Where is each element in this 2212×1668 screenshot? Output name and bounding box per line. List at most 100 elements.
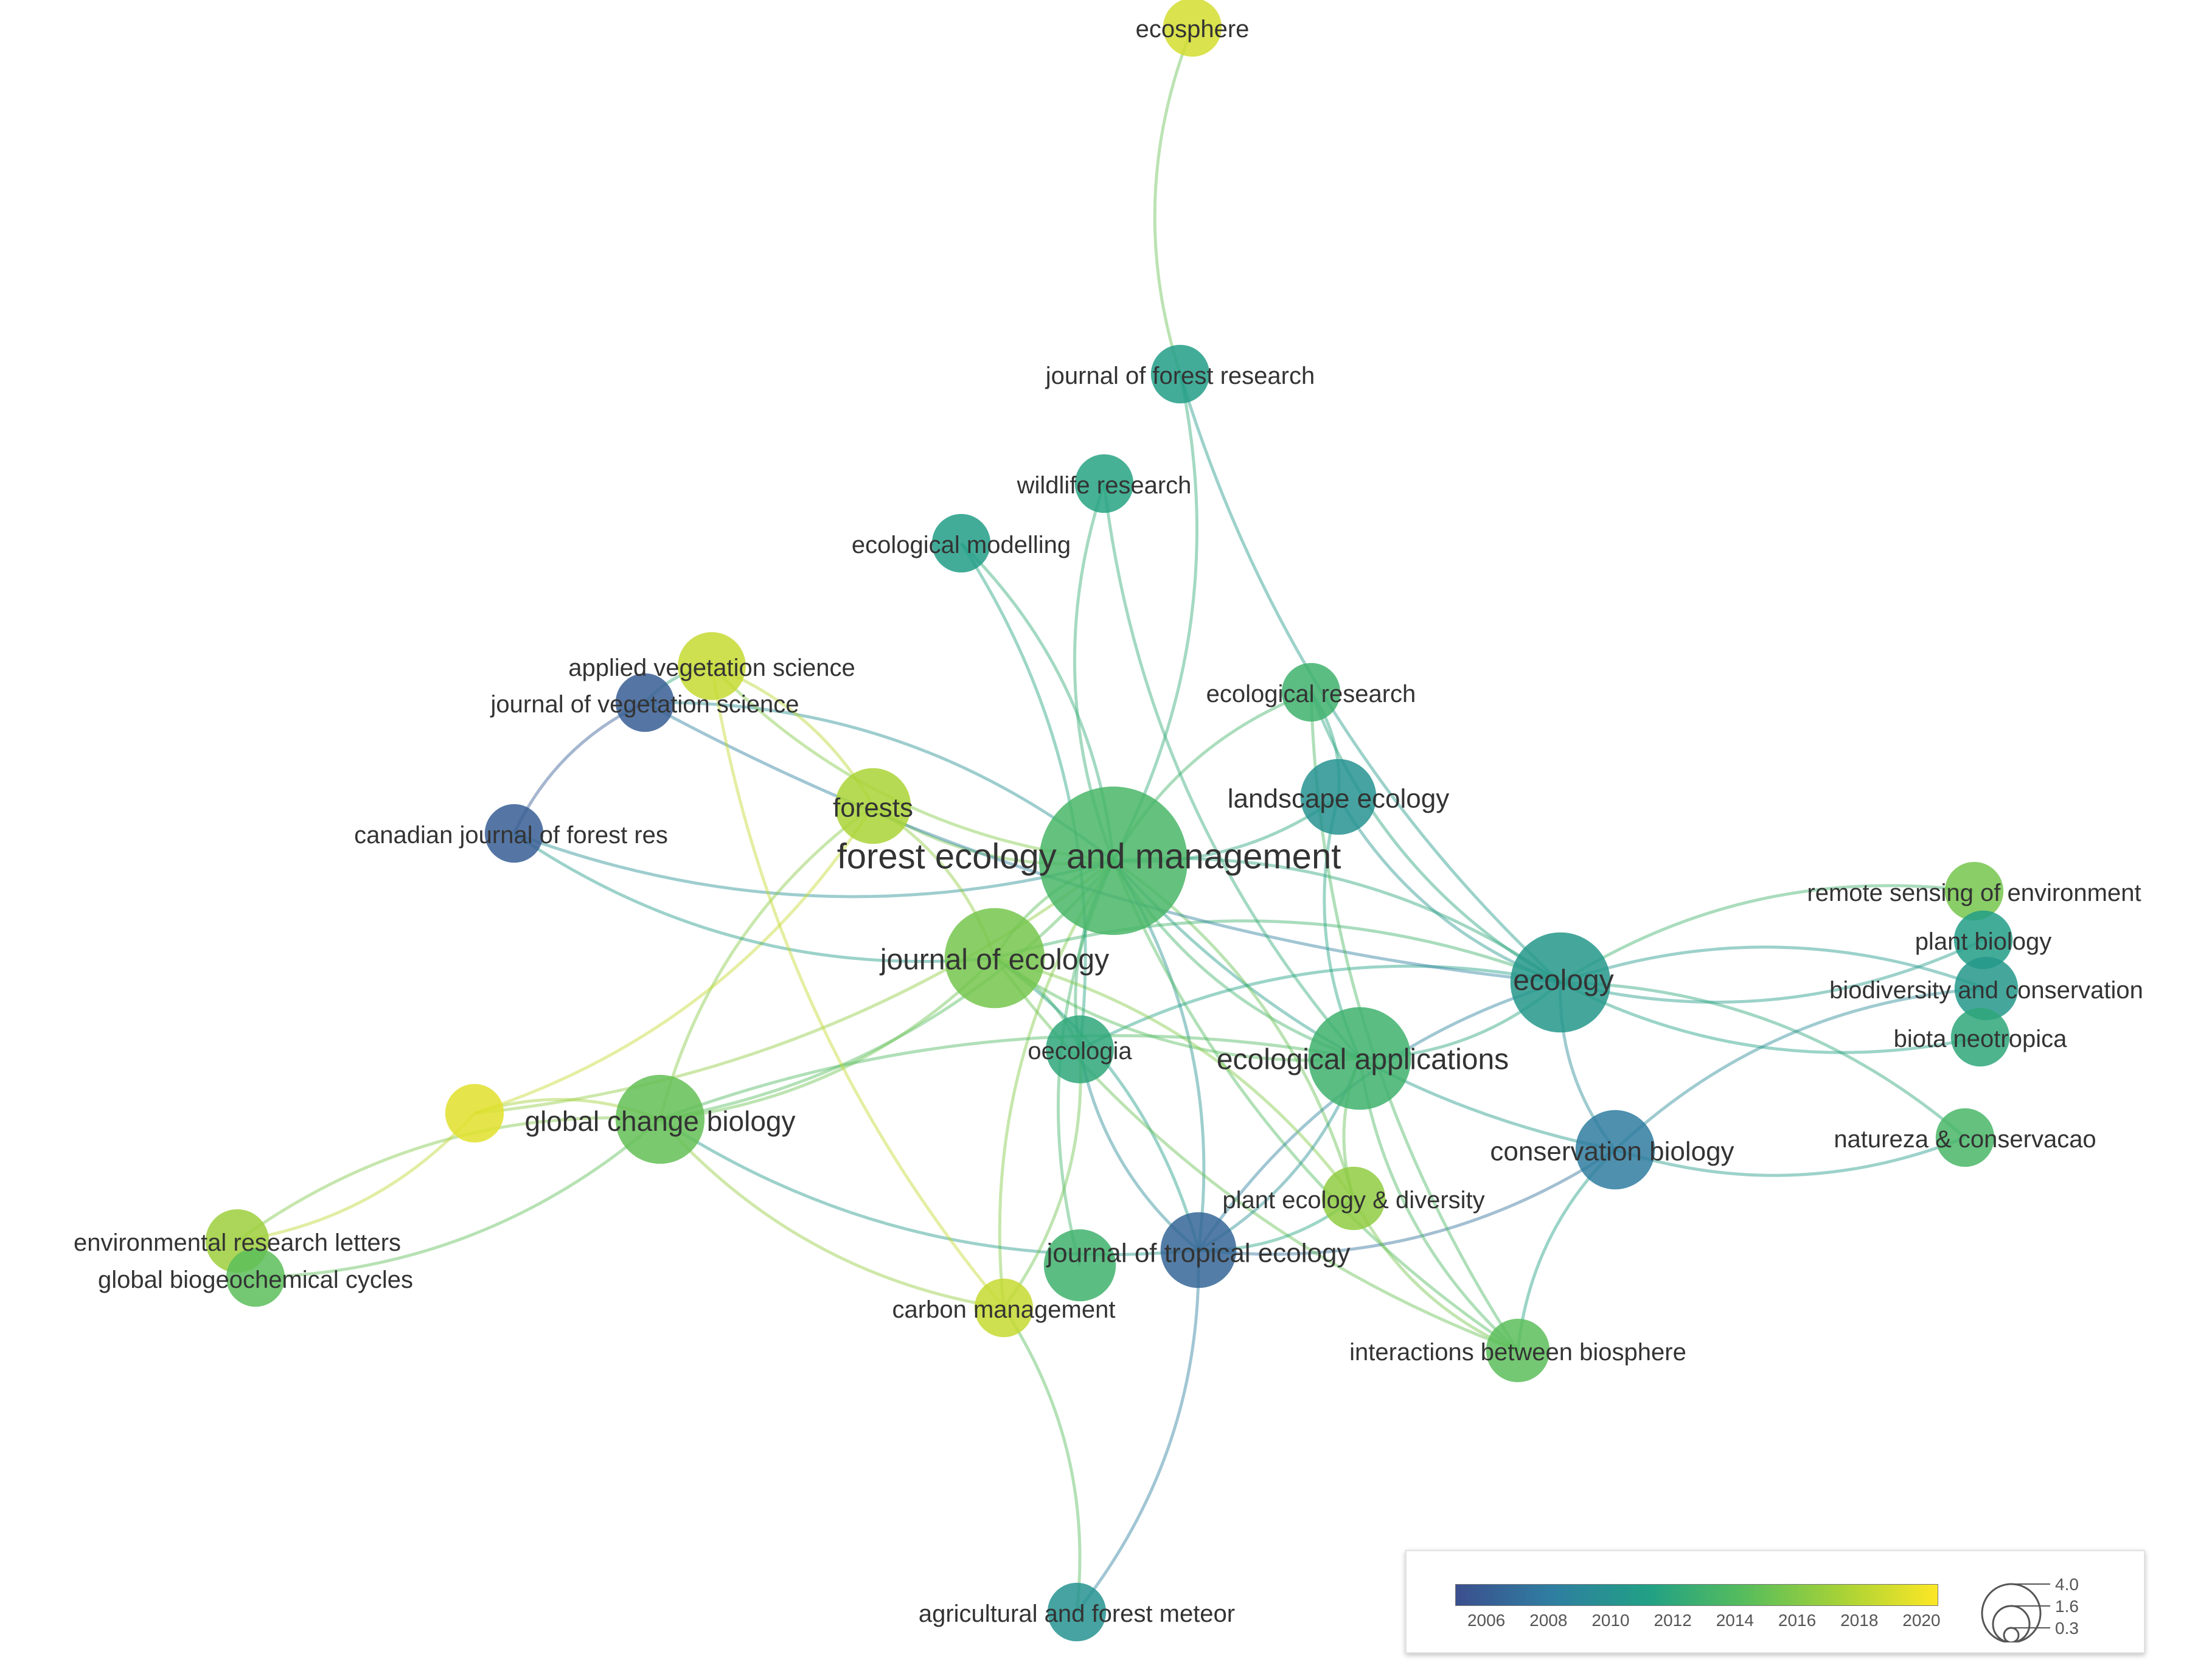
edge-applied-vegetation-science-carbon-management — [710, 665, 1005, 1309]
node-journal-of-ecology[interactable] — [944, 908, 1045, 1009]
label-environmental-research-letters: environmental research letters — [74, 1229, 401, 1256]
node-remote-sensing-of-environment[interactable] — [1944, 861, 2004, 921]
node-ecological-research[interactable] — [1281, 662, 1341, 722]
label-global-biogeochemical-cycles: global biogeochemical cycles — [98, 1267, 413, 1293]
label-forest-ecology-and-management: forest ecology and management — [837, 837, 1341, 877]
label-applied-vegetation-science: applied vegetation science — [568, 655, 855, 681]
node-forest-ecology-and-management[interactable] — [1039, 787, 1188, 935]
edge-forest-ecology-and-management-global-change-biology — [659, 860, 1115, 1121]
node-forests[interactable] — [835, 768, 911, 844]
edge-forest-ecology-and-management-canadian-journal-of-forest-res — [513, 832, 1114, 898]
node-journal-of-tropical-ecology-2[interactable] — [1043, 1229, 1116, 1302]
node-global-biogeochemical-cycles[interactable] — [226, 1248, 285, 1307]
label-global-change-biology: global change biology — [524, 1105, 795, 1137]
year-tick-2016: 2016 — [1778, 1611, 1817, 1630]
label-journal-of-forest-research: journal of forest research — [1045, 363, 1315, 389]
node-agricultural-and-forest-meteor[interactable] — [1047, 1582, 1107, 1642]
node-ecosphere[interactable] — [1163, 0, 1222, 57]
node-applied-vegetation-science[interactable] — [678, 632, 746, 700]
edge-canadian-journal-of-forest-res-journal-of-ecology — [513, 832, 995, 964]
edge-ecology-biota-neotropica — [1559, 981, 1981, 1054]
node-ecological-modelling[interactable] — [931, 513, 991, 573]
edge-global-change-biology-journal-of-tropical-ecology — [659, 1117, 1199, 1256]
node-canadian-journal-of-forest-res[interactable] — [484, 804, 544, 863]
label-oecologia: oecologia — [1028, 1038, 1132, 1065]
edge-oecologia-carbon-management — [1002, 1049, 1082, 1309]
label-conservation-biology: conservation biology — [1490, 1137, 1734, 1167]
label-biodiversity-and-conservation: biodiversity and conservation — [1829, 977, 2143, 1004]
edge-env-dot-environmental-research-letters — [237, 1112, 476, 1243]
label-wildlife-research: wildlife research — [1017, 472, 1192, 499]
edge-ecology-ecological-research — [1309, 692, 1562, 984]
edge-ecological-modelling-oecologia — [959, 542, 1087, 1050]
node-natureza-and-conservacao[interactable] — [1935, 1108, 1995, 1167]
node-env-dot[interactable] — [445, 1083, 504, 1143]
label-journal-of-tropical-ecology: journal of tropical ecology — [1046, 1239, 1351, 1268]
node-ecological-applications[interactable] — [1308, 1007, 1411, 1110]
label-biota-neotropica: biota neotropica — [1894, 1026, 2067, 1052]
year-tick-2018: 2018 — [1840, 1611, 1879, 1630]
label-journal-of-vegetation-science: journal of vegetation science — [490, 691, 799, 718]
edge-ecology-remote-sensing-of-environment — [1559, 884, 1975, 984]
edge-journal-of-ecology-journal-of-tropical-ecology — [993, 956, 1200, 1251]
node-wildlife-research[interactable] — [1074, 454, 1134, 513]
edge-global-change-biology-global-biogeochemical-cycles — [255, 1118, 661, 1279]
edge-conservation-biology-biodiversity-and-conservation — [1614, 987, 1987, 1151]
edge-forest-ecology-and-management-journal-of-forest-research — [1111, 374, 1198, 862]
node-journal-of-tropical-ecology[interactable] — [1160, 1212, 1237, 1288]
node-conservation-biology[interactable] — [1575, 1110, 1655, 1190]
node-landscape-ecology[interactable] — [1300, 759, 1377, 835]
size-legend-label-small: 0.3 — [2055, 1619, 2079, 1638]
edge-ecology-natureza-and-conservacao — [1560, 981, 1966, 1139]
size-legend-circle-medium — [1992, 1605, 2031, 1642]
label-landscape-ecology: landscape ecology — [1228, 784, 1449, 814]
year-color-scale — [1455, 1584, 1938, 1606]
label-canadian-journal-of-forest-res: canadian journal of forest res — [354, 822, 668, 849]
label-plant-ecology-and-diversity: plant ecology & diversity — [1222, 1187, 1484, 1214]
year-tick-2008: 2008 — [1529, 1611, 1568, 1630]
node-biota-neotropica[interactable] — [1950, 1007, 2010, 1067]
edge-carbon-management-agricultural-and-forest-meteor — [1002, 1307, 1082, 1613]
year-tick-2020: 2020 — [1902, 1611, 1941, 1630]
node-oecologia[interactable] — [1046, 1015, 1114, 1083]
label-ecology: ecology — [1513, 965, 1613, 997]
label-ecological-applications: ecological applications — [1217, 1044, 1509, 1076]
node-interactions-between-biosphere[interactable] — [1486, 1318, 1550, 1383]
edge-ecology-biodiversity-and-conservation — [1560, 945, 1987, 990]
label-interactions-between-biosphere: interactions between biosphere — [1349, 1339, 1686, 1366]
node-carbon-management[interactable] — [974, 1278, 1034, 1338]
node-journal-of-vegetation-science[interactable] — [615, 673, 675, 732]
edge-journal-of-ecology-global-change-biology — [659, 957, 996, 1121]
edge-ecology-oecologia — [1079, 964, 1561, 1051]
label-ecosphere: ecosphere — [1136, 16, 1250, 43]
node-global-change-biology[interactable] — [615, 1074, 705, 1164]
network-nodes — [205, 0, 2019, 1642]
size-legend-circle-large — [1981, 1583, 2042, 1642]
label-ecological-modelling: ecological modelling — [852, 532, 1071, 558]
label-plant-biology: plant biology — [1915, 928, 2052, 955]
edge-global-change-biology-forests — [658, 804, 874, 1120]
network-labels: forest ecology and management journal of … — [74, 16, 2143, 1627]
edge-global-change-biology-carbon-management — [659, 1118, 1004, 1310]
node-journal-of-forest-research[interactable] — [1150, 344, 1210, 404]
edge-global-change-biology-ecological-applications — [659, 1034, 1360, 1121]
edge-wildlife-research-ecological-applications — [1102, 483, 1361, 1060]
size-legend-label-medium: 1.6 — [2055, 1597, 2079, 1616]
node-size-legend: 4.0 1.6 0.3 — [1981, 1575, 2079, 1642]
node-plant-ecology-and-diversity[interactable] — [1321, 1166, 1386, 1231]
edge-journal-of-ecology-ecological-applications — [993, 956, 1360, 1062]
year-tick-2014: 2014 — [1716, 1611, 1755, 1630]
edge-journal-of-tropical-ecology-agricultural-and-forest-meteor — [1076, 1249, 1200, 1613]
label-natureza-and-conservacao: natureza & conservacao — [1834, 1126, 2096, 1153]
label-remote-sensing-of-environment: remote sensing of environment — [1807, 880, 2141, 906]
year-tick-2006: 2006 — [1467, 1611, 1506, 1630]
edge-ecology-journal-of-ecology — [994, 919, 1561, 984]
edge-conservation-biology-journal-of-tropical-ecology — [1198, 1148, 1616, 1256]
year-tick-2010: 2010 — [1591, 1611, 1630, 1630]
node-ecology[interactable] — [1510, 932, 1611, 1033]
node-biodiversity-and-conservation[interactable] — [1954, 956, 2019, 1021]
edge-conservation-biology-natureza-and-conservacao — [1615, 1136, 1966, 1177]
node-plant-biology[interactable] — [1953, 910, 2013, 970]
